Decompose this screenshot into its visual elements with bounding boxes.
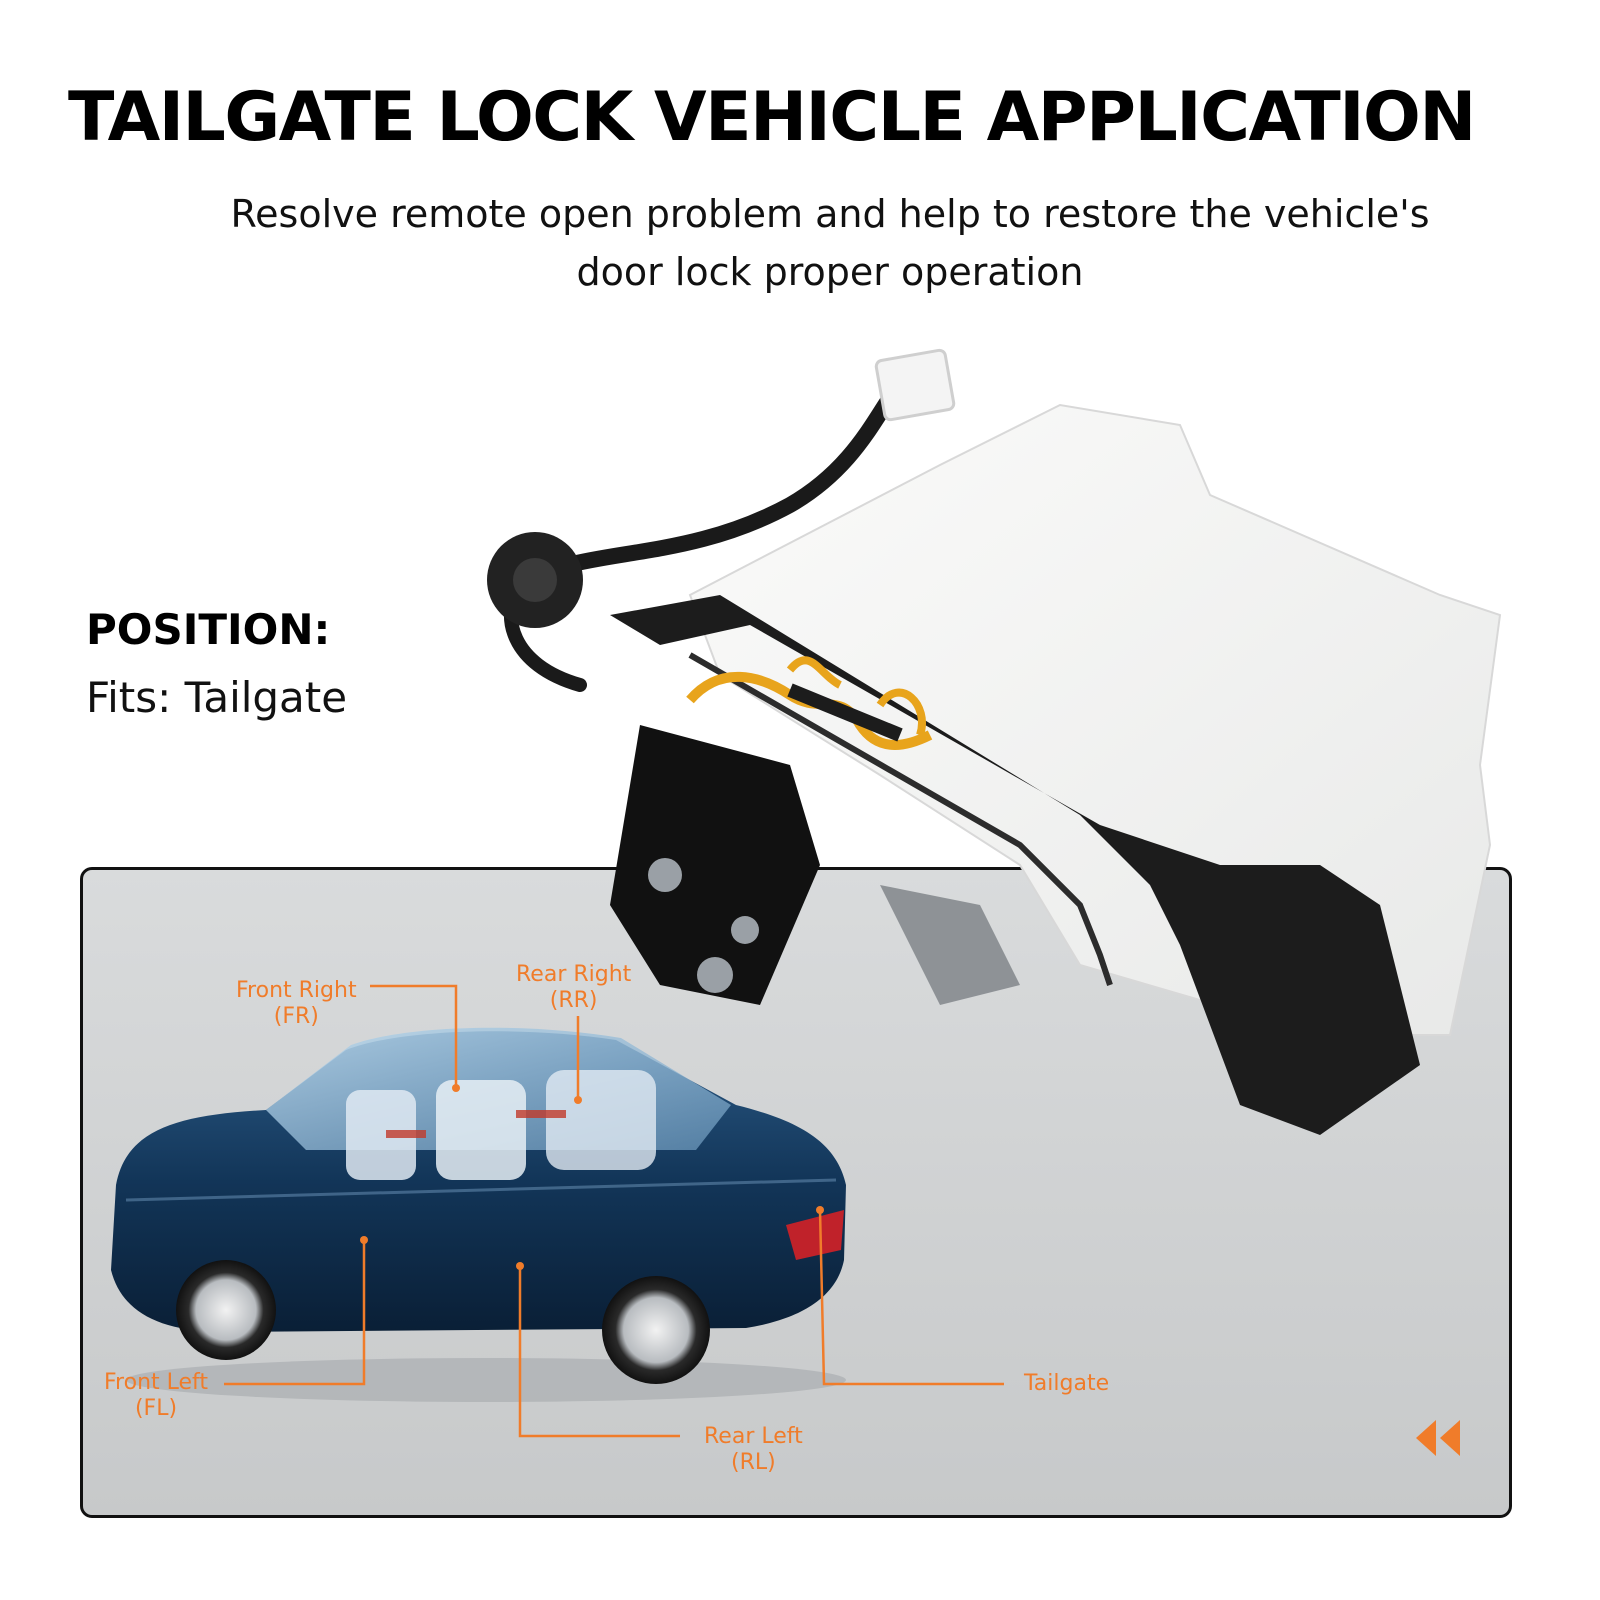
subtitle-line-1: Resolve remote open problem and help to … (230, 192, 1430, 236)
page-title: TAILGATE LOCK VEHICLE APPLICATION (68, 78, 1476, 157)
label-tailgate: Tailgate (1024, 1371, 1110, 1396)
rewind-icon (1416, 1420, 1460, 1456)
position-value: Fits: Tailgate (86, 673, 348, 722)
label-rear-left-text: Rear Left (704, 1424, 803, 1449)
label-rear-right: Rear Right (RR) (516, 962, 631, 1014)
label-front-right-text: Front Right (236, 978, 357, 1003)
label-rear-left: Rear Left (RL) (704, 1424, 803, 1476)
label-rear-right-code: (RR) (549, 988, 598, 1013)
subtitle-line-2: door lock proper operation (576, 250, 1084, 294)
label-front-left-text: Front Left (104, 1370, 209, 1395)
label-rear-left-code: (RL) (731, 1450, 776, 1475)
label-front-right-code: (FR) (273, 1004, 319, 1029)
tailgate-lock-product (487, 348, 1502, 1135)
label-front-right: Front Right (FR) (236, 978, 357, 1030)
label-rear-right-text: Rear Right (516, 962, 632, 987)
label-front-left-code: (FL) (134, 1396, 178, 1421)
label-front-left: Front Left (FL) (104, 1370, 208, 1422)
position-label: POSITION: (86, 605, 331, 654)
page-subtitle: Resolve remote open problem and help to … (140, 185, 1520, 301)
